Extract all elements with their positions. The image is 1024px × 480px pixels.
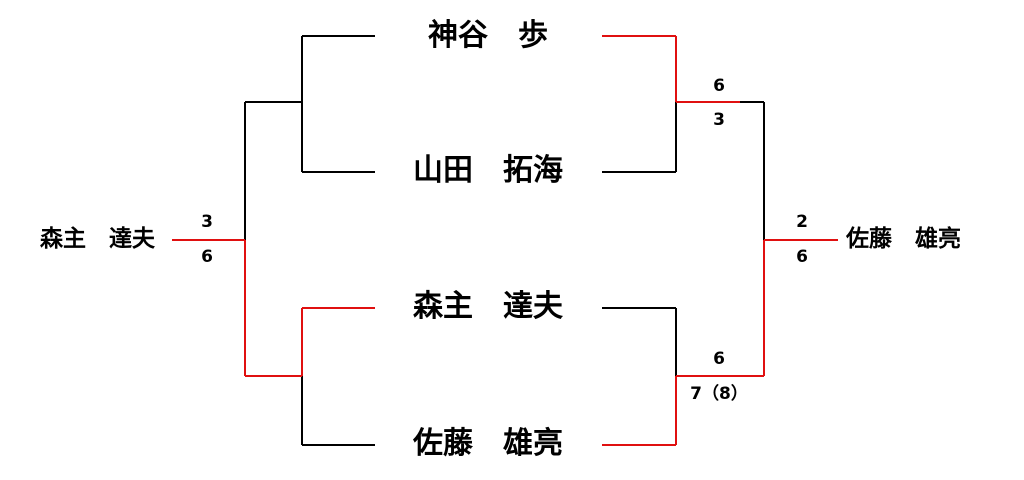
player-name-4: 佐藤 雄亮: [413, 426, 563, 461]
player-name-1: 神谷 歩: [428, 18, 548, 53]
score-right-semi1-bottom: 3: [713, 110, 725, 130]
player-name-3: 森主 達夫: [413, 289, 563, 324]
score-right-final-top: 2: [796, 212, 808, 232]
score-left-final-top: 3: [201, 212, 213, 232]
score-right-final-bottom: 6: [796, 247, 808, 267]
score-right-semi2-bottom: 7（8）: [690, 384, 748, 404]
finalist-right: 佐藤 雄亮: [846, 226, 961, 252]
finalist-left: 森主 達夫: [40, 226, 155, 252]
player-name-2: 山田 拓海: [413, 153, 563, 188]
score-right-semi2-top: 6: [713, 349, 725, 369]
score-right-semi1-top: 6: [713, 76, 725, 96]
score-left-final-bottom: 6: [201, 247, 213, 267]
